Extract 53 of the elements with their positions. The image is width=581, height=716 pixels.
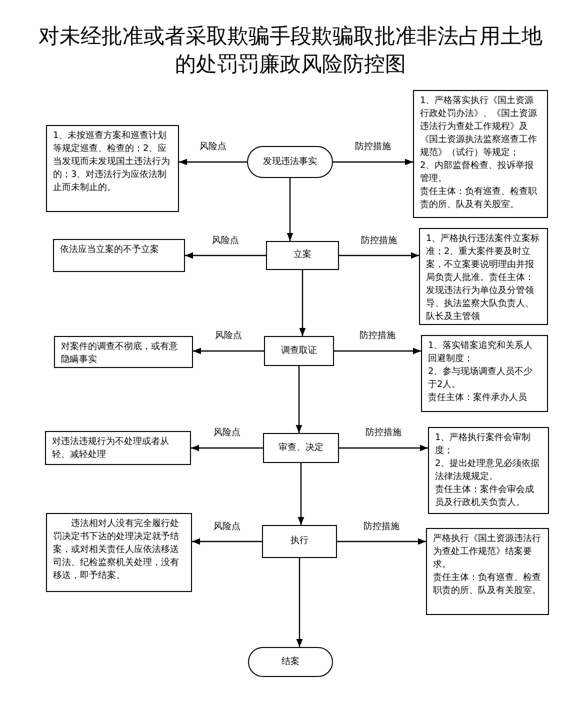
paragraph: 责任主体：案件承办人员 [428,392,528,405]
paragraph: 1、严格落实执行《国土资源行政处罚办法》、《国土资源违法行为查处工作规程》及《国土资源执法监察巡查工作规范》（试行）等规定； [420,95,538,160]
risk-box: 依法应当立案的不予立案 [53,239,185,272]
paragraph: 2、参与现场调查人员不少于2人。 [428,366,534,392]
arrow [192,538,262,545]
start-end-terminal: 结案 [248,647,333,677]
edge-label: 防控措施 [358,331,396,342]
risk-box: 对违法违规行为不处理或者从轻、减轻处理 [45,431,191,465]
edge-label: 防控措施 [354,142,392,153]
arrow [299,270,306,336]
title: 对未经批准或者采取欺骗手段欺骗取批准非法占用土地的处罚罚廉政风险防控图 [38,23,544,78]
arrow [286,178,294,241]
edge-label: 风险点 [211,236,240,246]
edge-label: 防控措施 [362,522,400,532]
paragraph: 2、内部监督检查、投诉举报管理。 [420,160,535,186]
arrow [339,444,428,452]
edge-label: 防控措施 [364,428,402,439]
edge-label: 风险点 [214,331,243,342]
risk-box: 对案件的调查不彻底，或有意隐瞒事实 [54,336,193,368]
measure-box: 1、严格执行违法案件立案标准；2、重大案件要及时立案，不立案要说明理由并报局负责人批准。责任主体：发现违法行为单位及分管领导、执法监察大队负责人、队长及主管领 [419,228,548,325]
edge-label: 风险点 [212,522,242,532]
arrow [337,538,426,545]
process-box: 审查、决定 [263,433,339,463]
arrow [179,158,247,166]
measure-box [428,427,549,514]
arrow [298,463,304,525]
paragraph: 2、提出处理意见必须依据法律法规规定。 [435,458,541,484]
measure-box [426,528,549,615]
arrow [296,558,303,647]
paragraph: 责任主体：负有巡查、检查职责的所、队及有关股室。 [433,572,542,598]
arrow [339,252,419,259]
edge-label: 防控措施 [360,236,398,246]
arrow [185,252,266,259]
paragraph: 责任主体：负有巡查、检查职责的所、队及有关股室。 [420,186,538,212]
paragraph: 1、落实错案追究和关系人回避制度； [428,340,534,366]
edge-label: 风险点 [198,142,228,153]
process-box: 立案 [266,241,339,270]
paragraph: 责任主体：案件会审会成员及行政机关负责人。 [435,484,535,510]
measure-box [413,90,548,218]
arrow [296,366,302,433]
arrow [334,348,421,354]
process-box: 调查取证 [264,336,334,366]
arrow [333,158,413,166]
arrow [193,348,264,354]
paragraph: 严格执行《国土资源违法行为查处工作规范》结案要求。 [433,533,542,572]
start-end-terminal: 发现违法事实 [247,146,333,178]
process-box: 执行 [262,525,337,558]
risk-box: 违法相对人没有完全履行处罚决定书下达的处理决定就予结案，或对相关责任人应依法移送司法、纪检监察机关处理，没有移送，即予结案。 [46,513,192,592]
risk-box: 1、未按巡查方案和巡查计划等规定巡查、检查的；2、应当发现而未发现国土违法行为的；3、对违法行为应依法制止而未制止的。 [46,125,179,212]
measure-box [421,335,548,412]
edge-label: 风险点 [212,428,242,439]
arrow [191,444,263,452]
paragraph: 1、严格执行案件会审制度； [435,432,532,458]
